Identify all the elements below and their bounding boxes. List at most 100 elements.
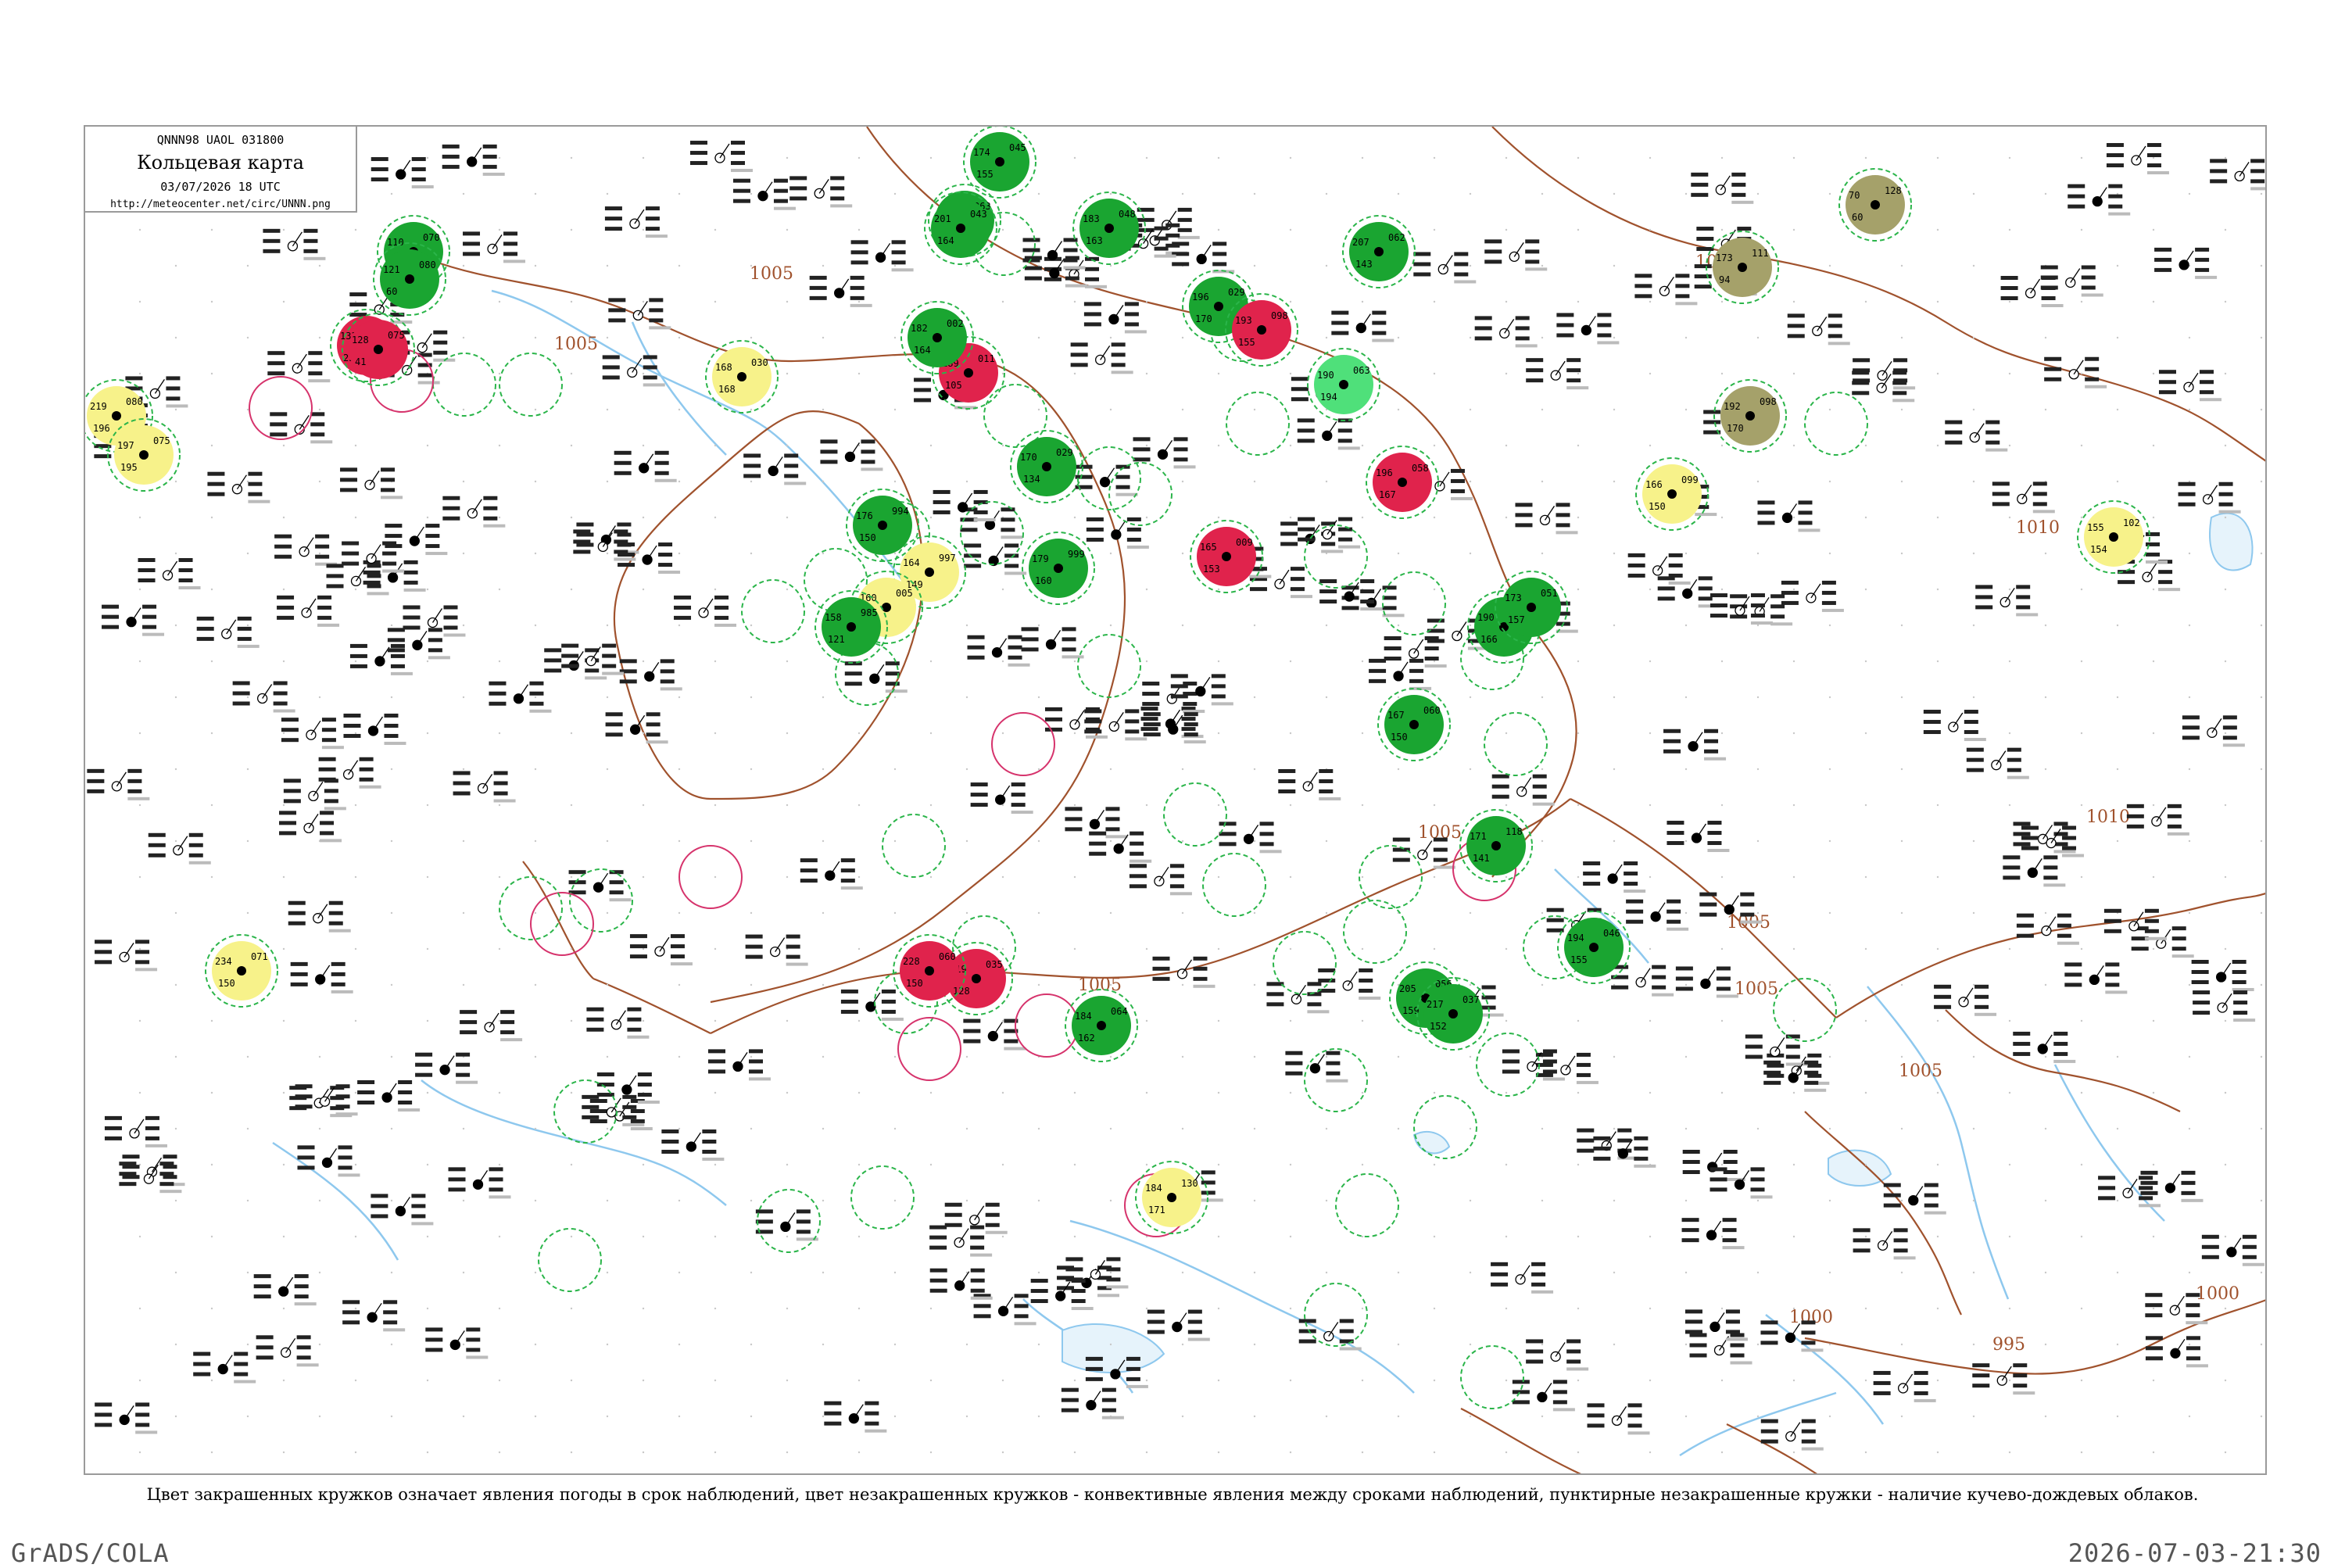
grid-dot: [1792, 1019, 1795, 1022]
station-plot: [2145, 1336, 2208, 1368]
grid-dot: [498, 1235, 501, 1238]
grid-dot: [1649, 444, 1652, 447]
grid-dot: [1792, 516, 1795, 519]
station-dewpoint: 60: [386, 286, 397, 297]
station-plot: [277, 595, 340, 627]
grid-dot: [1001, 444, 1004, 447]
grid-dot: [1936, 228, 1939, 231]
grid-dot: [714, 1307, 717, 1310]
grid-dot: [462, 911, 465, 915]
grid-dot: [2188, 1055, 2191, 1058]
station-pressure: 030: [751, 357, 768, 368]
grid-dot: [893, 1199, 897, 1202]
grid-dot: [1828, 192, 1831, 195]
station-cb-ring: [1022, 532, 1095, 605]
grid-dot: [498, 1163, 501, 1166]
grid-dot: [1936, 156, 1939, 159]
grid-dot: [246, 696, 249, 699]
station-plot: [283, 779, 346, 811]
grid-dot: [1649, 1019, 1652, 1022]
grid-dot: [354, 1379, 357, 1382]
grid-dot: [1828, 1127, 1831, 1130]
grid-dot: [462, 408, 465, 411]
station-plot: [460, 1010, 523, 1042]
grid-dot: [1001, 947, 1004, 950]
station-cb-ring: [1190, 520, 1263, 593]
grid-dot: [1433, 588, 1436, 591]
cb-ring: [538, 1228, 602, 1292]
grid-dot: [1756, 696, 1760, 699]
grid-dot: [1253, 1415, 1256, 1418]
grid-dot: [570, 1091, 573, 1094]
station-dewpoint: 155: [976, 169, 993, 180]
station-dewpoint: 170: [1727, 423, 1744, 434]
grid-dot: [2008, 660, 2011, 663]
grid-dot: [354, 1235, 357, 1238]
grid-dot: [893, 552, 897, 555]
grid-dot: [2116, 624, 2119, 627]
grid-dot: [893, 768, 897, 771]
station-dewpoint: 105: [945, 380, 962, 391]
grid-dot: [2224, 300, 2227, 303]
station-dot: [1499, 622, 1509, 632]
station-plot: [1285, 1051, 1348, 1083]
station-plot: [1086, 517, 1149, 549]
station-dewpoint: 150: [906, 978, 923, 989]
grid-dot: [1720, 444, 1724, 447]
station-dewpoint: 150: [1649, 501, 1666, 512]
grid-dot: [965, 624, 968, 627]
station-cb-ring: [1342, 215, 1416, 288]
map-url[interactable]: http://meteocenter.net/circ/UNNN.png: [110, 199, 331, 210]
grid-dot: [678, 1127, 681, 1130]
station-plot: [371, 1194, 434, 1226]
grid-dot: [1792, 1451, 1795, 1454]
station-plot: [2131, 926, 2194, 958]
grid-dot: [1397, 408, 1400, 411]
grid-dot: [1253, 839, 1256, 843]
grid-dot: [1361, 1379, 1364, 1382]
grid-dot: [2224, 1307, 2227, 1310]
grid-dot: [1181, 1343, 1184, 1346]
grid-dot: [174, 983, 177, 986]
station-plot: [605, 712, 668, 744]
grid-dot: [1037, 911, 1040, 915]
station-plot: [1266, 982, 1330, 1014]
grid-dot: [1397, 624, 1400, 627]
station-dewpoint: 170: [1195, 313, 1212, 324]
station-plot: [1681, 1218, 1745, 1250]
station-temperature: 192: [1724, 401, 1741, 412]
grid-dot: [857, 1091, 861, 1094]
